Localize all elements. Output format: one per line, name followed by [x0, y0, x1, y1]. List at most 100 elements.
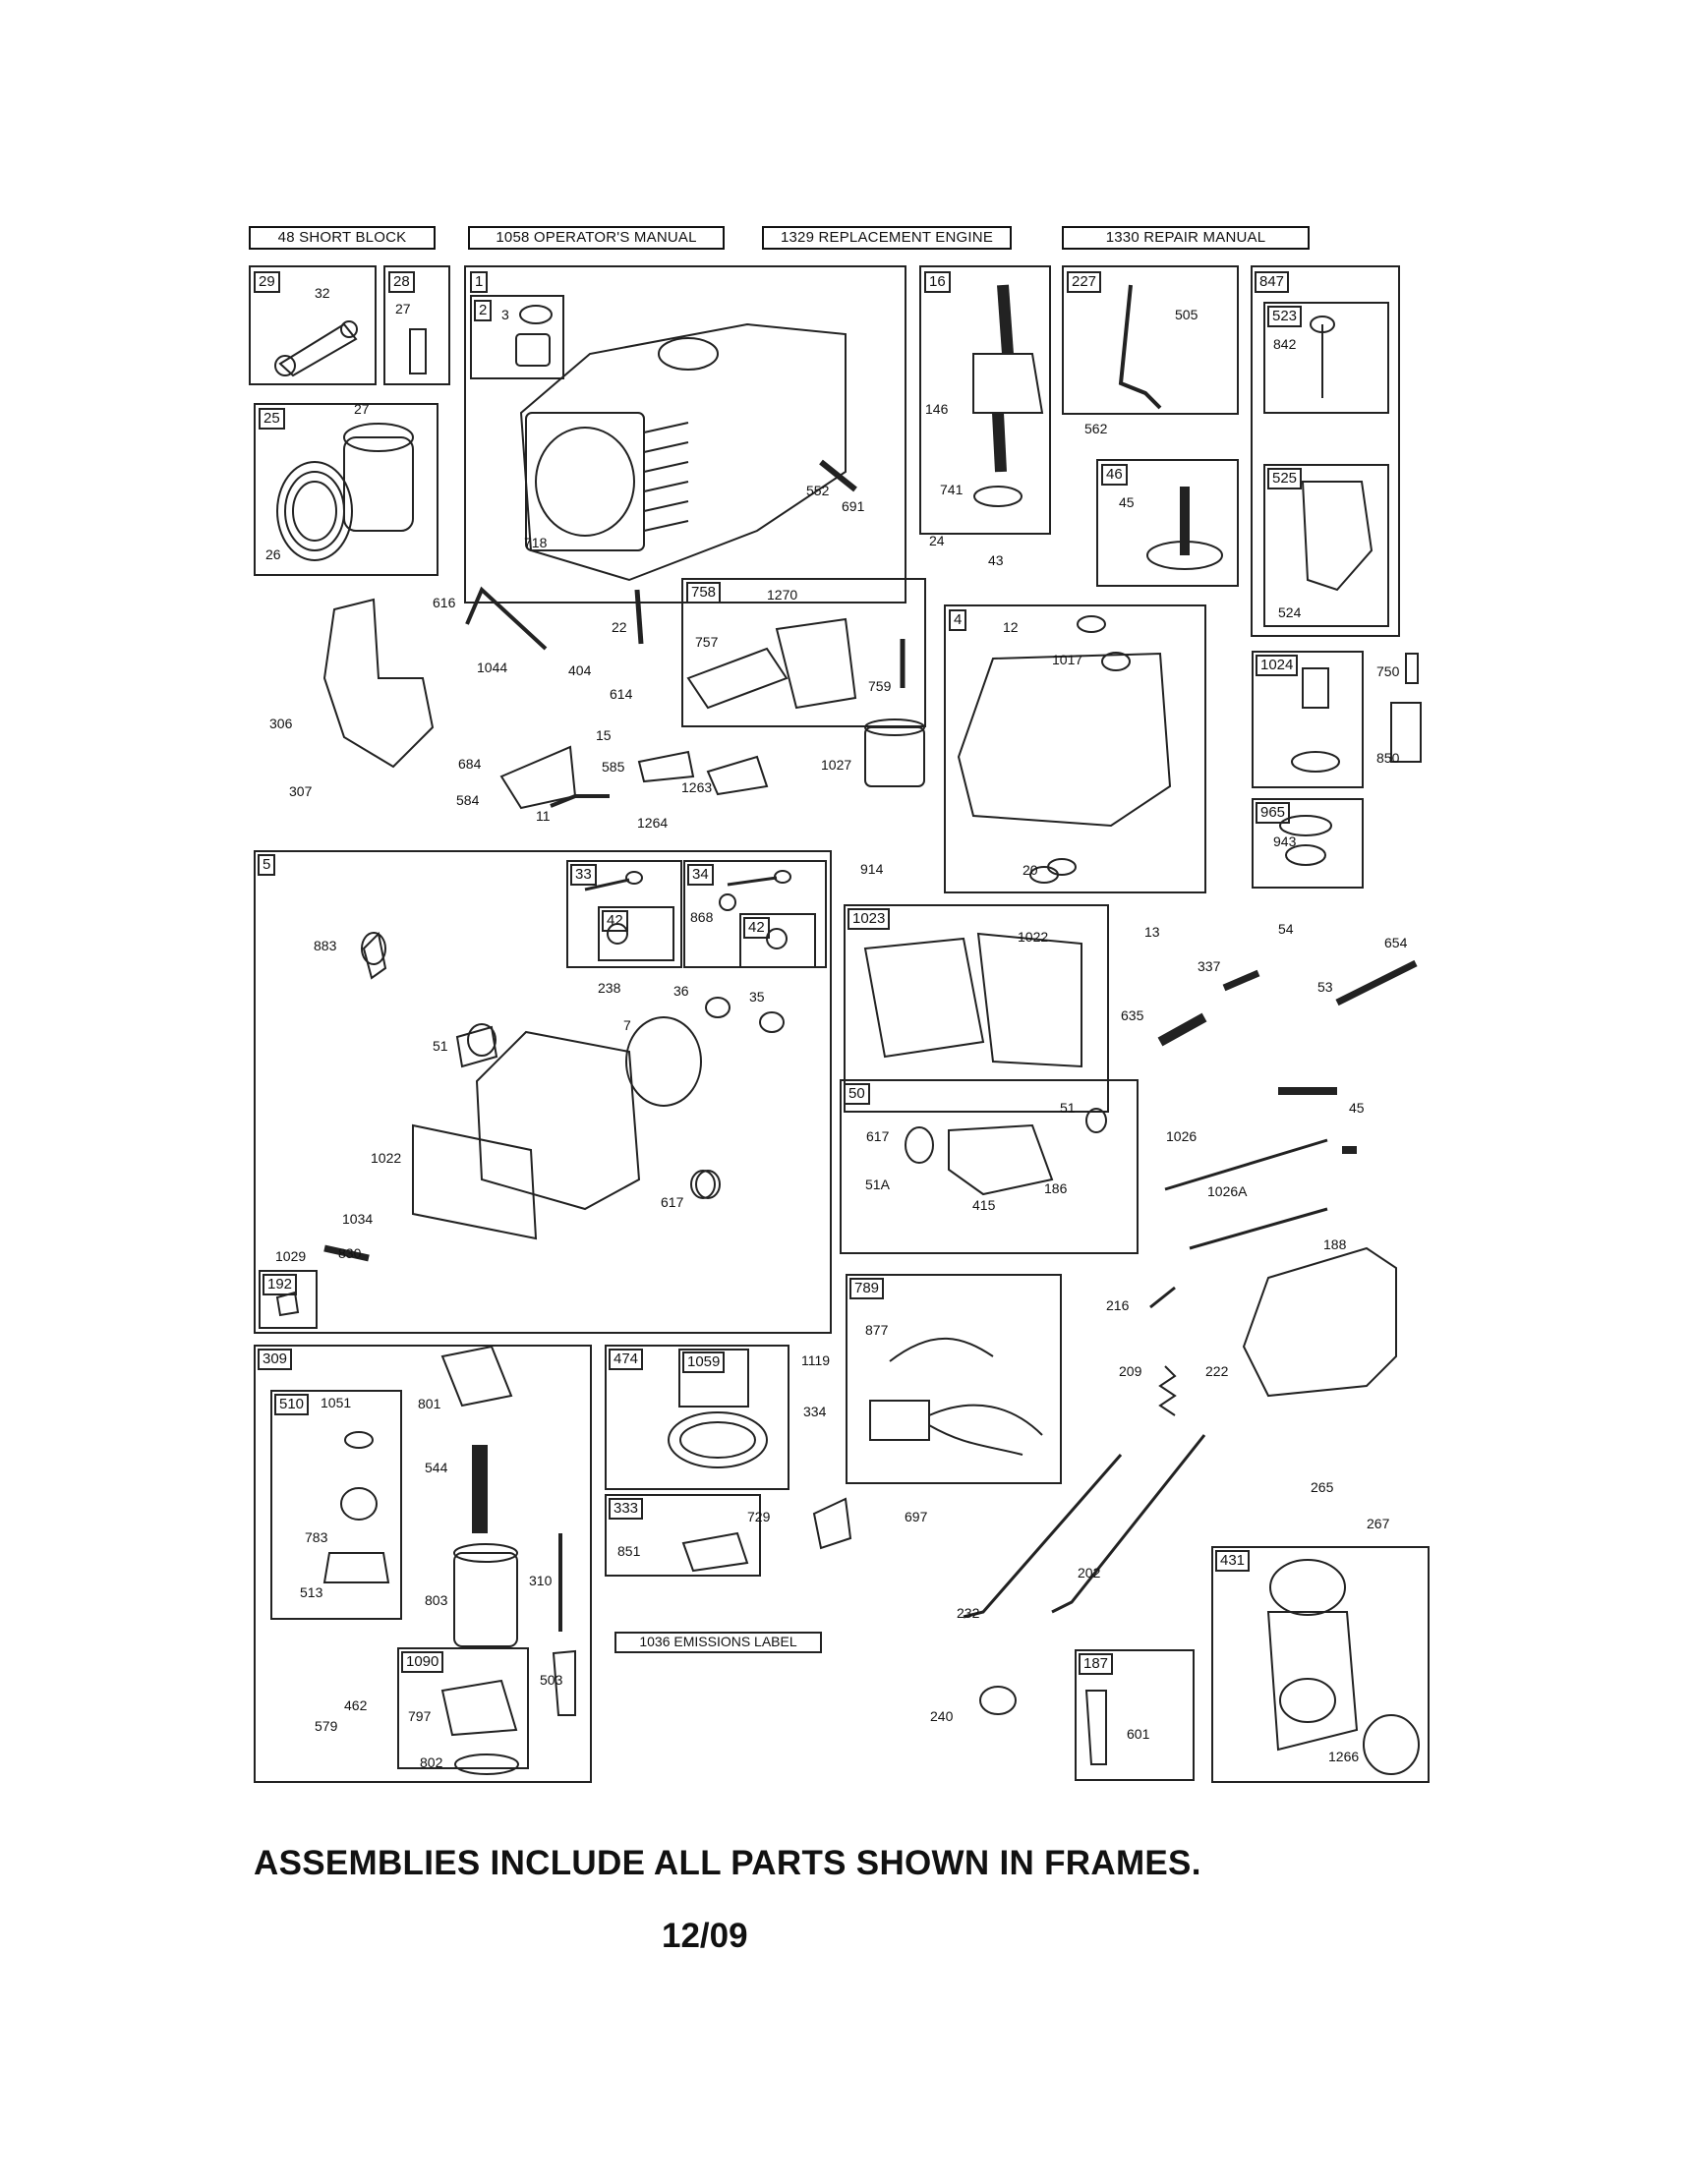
part-label: 35 [749, 989, 765, 1005]
frame-tag-34: 34 [687, 864, 714, 886]
header-tag-short-block: 48 SHORT BLOCK [249, 226, 436, 250]
frame-tag-50: 50 [844, 1083, 870, 1105]
part-label: 24 [929, 533, 945, 548]
part-label: 12 [1003, 619, 1019, 635]
spring-216-drawing [1149, 1286, 1176, 1309]
part-label: 238 [598, 980, 621, 996]
frame-tag-847: 847 [1255, 271, 1290, 293]
frame-tag-2: 2 [474, 300, 493, 321]
part-label: 1266 [1328, 1749, 1360, 1764]
part-label: 222 [1205, 1363, 1229, 1379]
frame-tag-227: 227 [1067, 271, 1102, 293]
part-label: 524 [1278, 604, 1302, 620]
part-label: 146 [925, 401, 949, 417]
shaft-53-drawing [1335, 959, 1418, 1006]
frame-tag-1024: 1024 [1256, 655, 1299, 676]
frame-tag-42b: 42 [743, 917, 770, 939]
part-label: 654 [1384, 935, 1408, 950]
frame-525 [1263, 464, 1389, 627]
part-label: 26 [265, 546, 281, 562]
part-label: 209 [1119, 1363, 1142, 1379]
frame-50 [840, 1079, 1139, 1254]
part-label: 232 [957, 1605, 980, 1621]
part-label: 759 [868, 678, 892, 694]
spring-209-drawing [1158, 1365, 1177, 1416]
part-label: 617 [661, 1194, 684, 1210]
frame-1 [464, 265, 906, 603]
part-label: 310 [529, 1573, 553, 1588]
frame-tag-1: 1 [470, 271, 489, 293]
frame-965 [1252, 798, 1364, 889]
part-label: 51 [433, 1038, 448, 1054]
part-label: 830 [338, 1245, 362, 1261]
frame-333 [605, 1494, 761, 1577]
frame-25 [254, 403, 438, 576]
part-label: 729 [747, 1509, 771, 1524]
frame-309 [254, 1345, 592, 1783]
part-label: 307 [289, 783, 313, 799]
frame-29 [249, 265, 377, 385]
frame-tag-16: 16 [924, 271, 951, 293]
part-label: 267 [1367, 1516, 1390, 1531]
frame-tag-474: 474 [609, 1349, 644, 1370]
frame-tag-525: 525 [1267, 468, 1303, 489]
frame-tag-431: 431 [1215, 1550, 1251, 1572]
part-label: 617 [866, 1128, 890, 1144]
frame-187 [1075, 1649, 1195, 1781]
part-label: 584 [456, 792, 480, 808]
frame-tag-523: 523 [1267, 306, 1303, 327]
part-label: 1022 [1018, 929, 1049, 945]
part-label: 635 [1121, 1007, 1144, 1023]
part-label: 22 [612, 619, 627, 635]
frame-tag-1090: 1090 [401, 1651, 444, 1673]
part-label: 842 [1273, 336, 1297, 352]
part-label: 513 [300, 1584, 323, 1600]
frame-510 [270, 1390, 402, 1620]
frame-tag-1023: 1023 [848, 908, 891, 930]
spark-plug-drawing [1222, 969, 1260, 992]
part-label: 1022 [371, 1150, 402, 1166]
part-label: 741 [940, 482, 964, 497]
frame-474 [605, 1345, 789, 1490]
part-label: 337 [1198, 958, 1221, 974]
part-label: 684 [458, 756, 482, 772]
bracket-729-drawing [812, 1497, 852, 1550]
part-label: 868 [690, 909, 714, 925]
gasket-1263-drawing [706, 755, 769, 796]
part-label: 505 [1175, 307, 1198, 322]
frame-tag-510: 510 [274, 1394, 310, 1415]
frame-tag-1059: 1059 [682, 1351, 726, 1373]
part-label: 552 [806, 483, 830, 498]
frame-16 [919, 265, 1051, 535]
header-tag-operators-manual: 1058 OPERATOR'S MANUAL [468, 226, 725, 250]
part-label: 36 [673, 983, 689, 999]
part-label: 883 [314, 938, 337, 953]
part-label: 3 [501, 307, 509, 322]
part-label: 1029 [275, 1248, 307, 1264]
part-label: 45 [1119, 494, 1135, 510]
frame-tag-333: 333 [609, 1498, 644, 1520]
fuel-filter-drawing [979, 1686, 1017, 1715]
frame-tag-192: 192 [263, 1274, 298, 1295]
part-label: 462 [344, 1697, 368, 1713]
part-label: 188 [1323, 1236, 1347, 1252]
part-label: 216 [1106, 1297, 1130, 1313]
part-label: 802 [420, 1754, 443, 1770]
part-label: 13 [1144, 924, 1160, 940]
part-label: 202 [1078, 1565, 1101, 1581]
frame-789 [846, 1274, 1062, 1484]
part-label: 1263 [681, 779, 713, 795]
control-bracket-drawing [1242, 1246, 1397, 1398]
part-label: 562 [1084, 421, 1108, 436]
part-label: 7 [623, 1017, 631, 1033]
part-label: 797 [408, 1708, 432, 1724]
frame-847 [1251, 265, 1400, 637]
part-label: 850 [1376, 750, 1400, 766]
frame-tag-42a: 42 [602, 910, 628, 932]
frame-5 [254, 850, 832, 1334]
part-label: 1270 [767, 587, 798, 603]
frame-tag-25: 25 [259, 408, 285, 430]
pushrod-1026a-drawing [1189, 1207, 1328, 1250]
part-label: 601 [1127, 1726, 1150, 1742]
spacer-750-drawing [1405, 653, 1419, 684]
